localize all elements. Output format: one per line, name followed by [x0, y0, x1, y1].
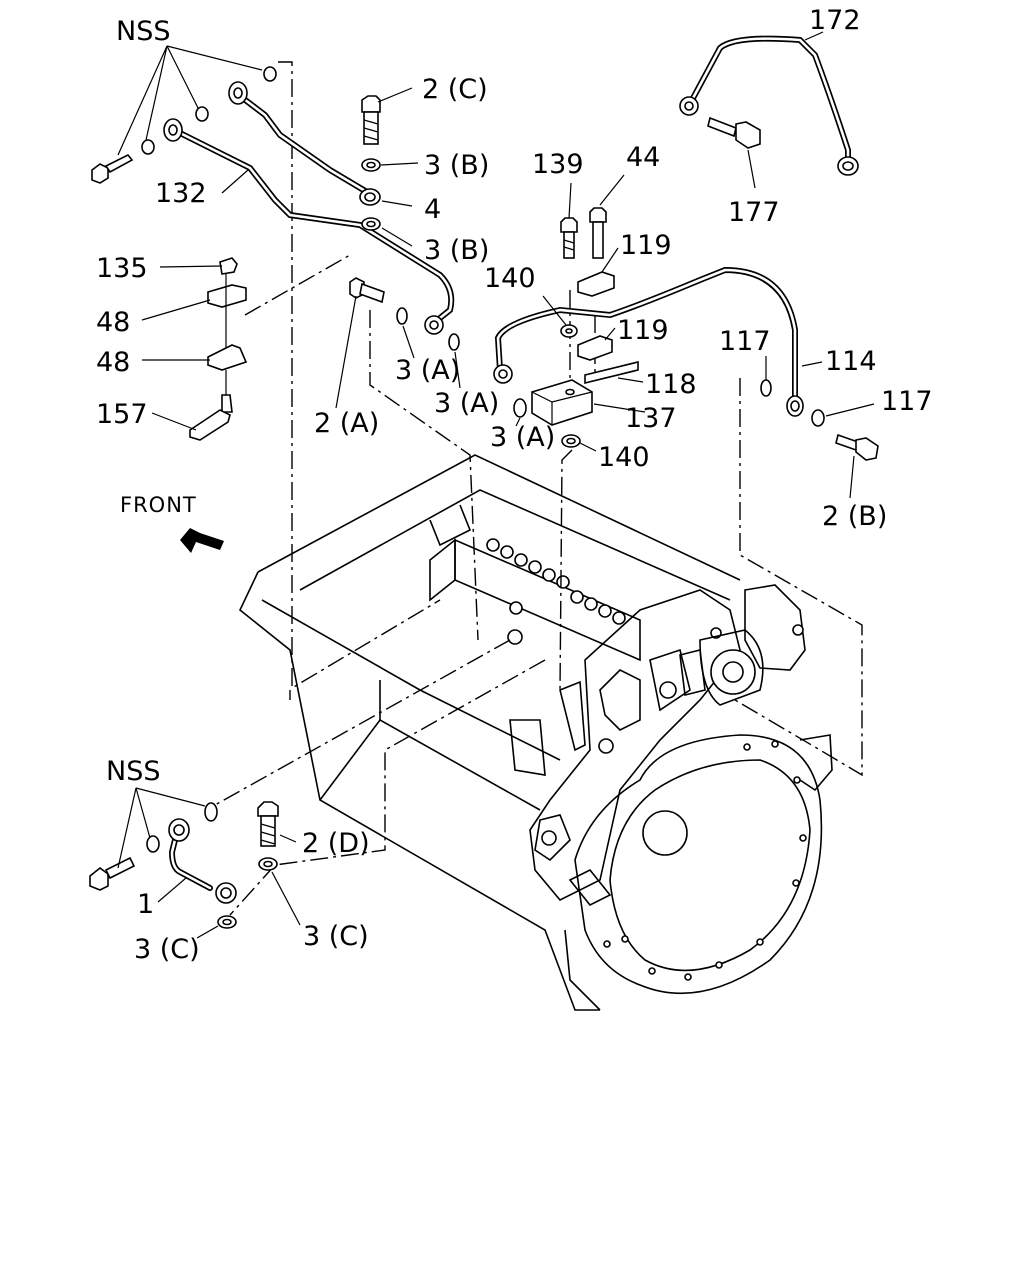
label-135: 135 [96, 253, 148, 284]
clamp-119-lower [577, 335, 613, 361]
label-2a: 2 (A) [314, 408, 379, 439]
pipe-172 [679, 35, 859, 176]
bolt-139 [560, 217, 578, 259]
label-3c-left: 3 (C) [134, 934, 200, 965]
clamp-119-upper [577, 271, 615, 297]
label-119-upper: 119 [620, 230, 672, 261]
label-3a-1: 3 (A) [395, 355, 460, 386]
washer-3a-3 [513, 398, 527, 418]
washer-3a-1 [396, 307, 408, 325]
label-3b-lower: 3 (B) [424, 235, 489, 266]
bolt-177 [707, 116, 761, 149]
label-117-left: 117 [719, 326, 771, 357]
label-2d: 2 (D) [302, 828, 370, 859]
label-3a-2: 3 (A) [434, 388, 499, 419]
label-117-right: 117 [881, 386, 933, 417]
label-118: 118 [645, 369, 697, 400]
label-3a-3: 3 (A) [490, 422, 555, 453]
label-119-lower: 119 [617, 315, 669, 346]
label-4: 4 [424, 194, 441, 225]
bolt-2a [349, 277, 385, 304]
label-140-lower: 140 [598, 442, 650, 473]
label-44: 44 [626, 142, 660, 173]
plate-118 [584, 360, 639, 385]
washer-117-left [760, 379, 772, 397]
label-139: 139 [532, 149, 584, 180]
pipe-132 [163, 118, 455, 335]
label-157: 157 [96, 399, 148, 430]
injector-row [486, 538, 626, 625]
nss-top-parts [91, 66, 277, 184]
label-nss-bottom: NSS [106, 756, 160, 787]
label-48-lower: 48 [96, 347, 130, 378]
clamp-assembly [189, 257, 248, 441]
bolt-2d [257, 801, 279, 847]
label-48-upper: 48 [96, 307, 130, 338]
bolt-nss-top [91, 153, 134, 184]
label-nss-top: NSS [116, 16, 170, 47]
bolt-2b [835, 433, 879, 461]
label-177: 177 [728, 197, 780, 228]
pipe-1 [168, 818, 237, 904]
pipe-114 [493, 266, 804, 417]
flywheel-bolt-holes [603, 740, 807, 981]
washer-3a-2 [448, 333, 460, 351]
bolt-44 [589, 207, 607, 259]
label-132: 132 [155, 178, 207, 209]
label-114: 114 [825, 346, 877, 377]
engine-block [239, 454, 833, 1011]
labels: NSS 172 2 (C) 3 (B) 4 3 (B) 132 177 139 … [96, 5, 933, 965]
label-140-upper: 140 [484, 263, 536, 294]
label-3c-right: 3 (C) [303, 921, 369, 952]
label-2c: 2 (C) [422, 74, 488, 105]
nss-bottom-parts [89, 802, 218, 891]
washer-117-right [811, 409, 825, 427]
callout-lines [117, 31, 875, 939]
bolt-2c [361, 95, 381, 145]
label-3b-upper: 3 (B) [424, 150, 489, 181]
label-137: 137 [625, 403, 677, 434]
label-2b: 2 (B) [822, 501, 887, 532]
block-137 [531, 379, 593, 426]
leader-lines [214, 61, 863, 916]
label-172: 172 [809, 5, 861, 36]
label-front: FRONT [120, 493, 197, 517]
label-1: 1 [137, 889, 154, 920]
front-arrow-icon [180, 528, 224, 553]
pipe-4-upper [228, 81, 381, 206]
